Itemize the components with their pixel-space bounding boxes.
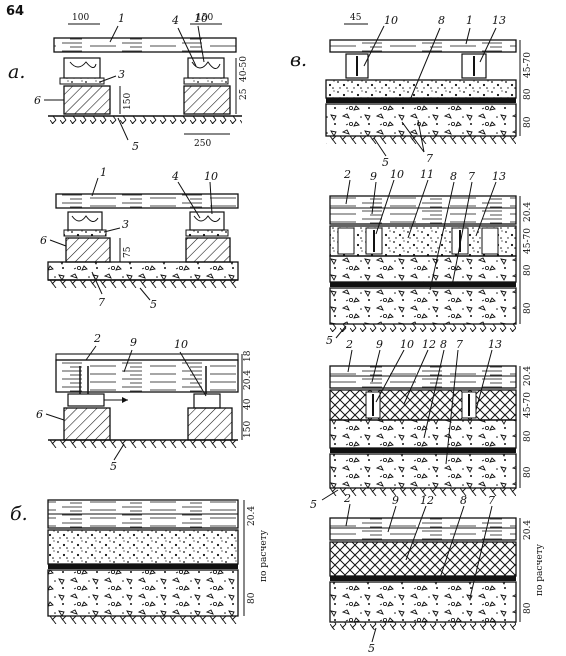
callout-number: 7 [468,170,475,183]
callout-number: 9 [130,336,137,349]
callout-number: 11 [420,168,434,181]
page-number: 64 [6,4,25,19]
callout-number: 9 [370,170,377,183]
dim-text: 45-70 [523,228,533,254]
callout-number: 8 [440,338,447,351]
callout-number: 7 [488,494,495,507]
callout-number: 7 [456,338,463,351]
callout-number: 2 [345,338,353,351]
panel-a-fig3: 18 20.4 40 150 2 9 10 6 5 [36,332,253,473]
dim-text: 80 [523,264,533,276]
callout-number: 10 [390,168,404,181]
callout-number: 10 [194,12,208,25]
callout-number: 1 [466,14,473,27]
callout-number: 5 [110,460,117,473]
dim-text: 40-50 [239,56,249,82]
dim-text: 25 [239,88,249,100]
dim-text: 80 [247,592,257,604]
callout-number: 5 [150,298,157,311]
dim-text: 80 [523,466,533,478]
panel-v-fig3: 20.4 45-70 80 80 2 9 10 12 8 7 13 5 [310,338,533,511]
dim-text: 20.4 [247,506,257,526]
callout-number: 8 [438,14,445,27]
callout-number: 8 [450,170,457,183]
callout-number: 2 [93,332,101,345]
dim-text: 45-70 [523,392,533,418]
callout-number: 3 [118,68,125,81]
panel-v-fig1: в. 45 45-70 80 80 10 8 1 13 5 7 [290,13,533,169]
callout-number: 9 [392,494,399,507]
dim-text: 150 [196,13,213,23]
dim-text: 20.4 [243,370,253,390]
callout-number: 12 [420,494,434,507]
callout-number: 5 [310,498,317,511]
dim-text: 45 [350,13,362,23]
dim-text: 150 [243,421,253,438]
dim-text: 80 [523,88,533,100]
callout-number: 4 [171,14,179,27]
callout-number: 6 [40,234,47,247]
dim-text: 20.4 [523,520,533,540]
dim-text: 100 [72,13,89,23]
callout-number: 12 [422,338,436,351]
callout-number: 10 [384,14,398,27]
callout-number: 5 [382,156,389,169]
panel-a-fig2: 75 1 4 10 3 6 7 5 [40,166,239,311]
dim-text: 250 [194,139,211,149]
callout-number: 2 [343,168,351,181]
callout-number: 4 [171,170,179,183]
callout-number: 10 [400,338,414,351]
callout-number: 2 [343,492,351,505]
dim-text: 80 [523,116,533,128]
panel-a-label: а. [8,61,25,83]
panel-v-fig2: 20.4 45-70 80 80 2 9 10 11 8 7 13 5 [326,168,533,347]
dim-text: 45-70 [523,52,533,78]
panel-v-fig4: 20.4 по расчету 80 2 9 12 8 7 5 [329,492,545,655]
callout-number: 3 [122,218,129,231]
dim-text: 150 [123,93,133,110]
panel-b-label: б. [10,503,28,525]
callout-number: 7 [426,152,433,165]
callout-number: 8 [460,494,467,507]
dim-text: 80 [523,302,533,314]
dim-text: 20.4 [523,202,533,222]
callout-number: 7 [98,296,105,309]
callout-number: 13 [492,14,506,27]
dim-text: 75 [123,246,133,258]
callout-number: 13 [492,170,506,183]
callout-number: 5 [326,334,333,347]
callout-number: 10 [204,170,218,183]
dim-text: 20.4 [523,366,533,386]
callout-number: 5 [132,140,139,153]
panel-v-label: в. [290,49,307,71]
callout-number: 6 [34,94,41,107]
dim-text: 80 [523,602,533,614]
dim-text: 80 [523,430,533,442]
dim-text: по расчету [259,529,269,582]
callout-number: 9 [376,338,383,351]
callout-number: 1 [100,166,107,179]
callout-number: 5 [368,642,375,655]
callout-number: 6 [36,408,43,421]
panel-a-fig1: а. 100 150 40-50 25 150 250 [8,12,249,153]
dim-text: 18 [243,350,253,362]
dim-text: 40 [243,398,253,410]
panel-b: б. 20.4 по расчету 80 [10,499,269,624]
dim-text: по расчету [535,543,545,596]
callout-number: 13 [488,338,502,351]
callout-number: 10 [174,338,188,351]
callout-number: 1 [118,12,125,25]
